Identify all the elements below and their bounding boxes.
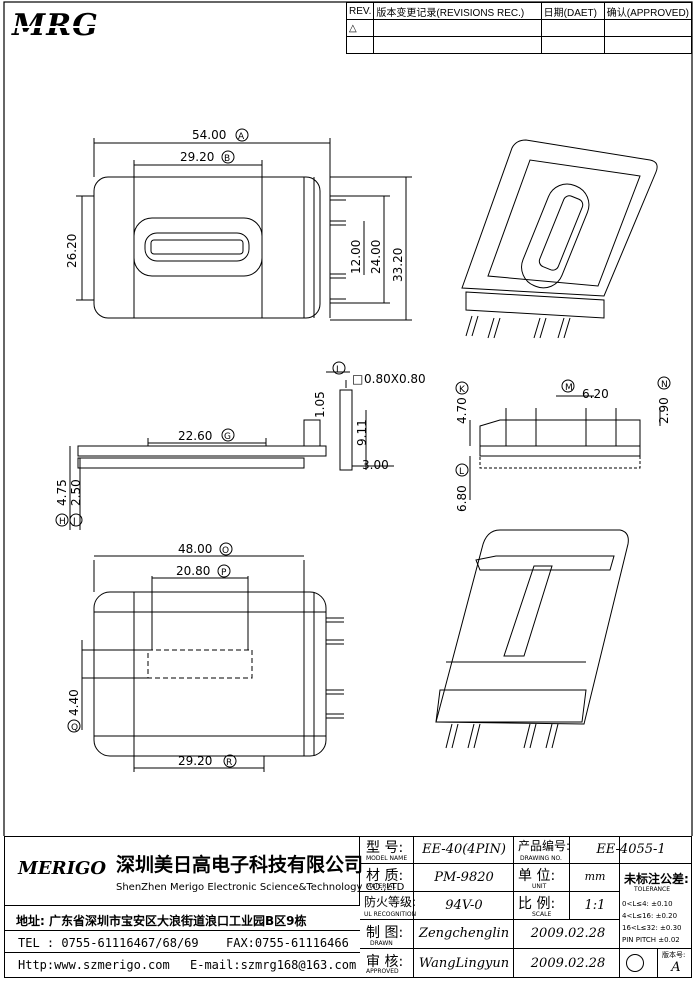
projection-symbol-icon bbox=[626, 954, 644, 972]
tolerance-row-1: 0<L≤4: ±0.10 bbox=[622, 900, 673, 908]
dim-m: 6.20 bbox=[582, 387, 609, 401]
dim-o: 48.00 bbox=[178, 542, 212, 556]
brand-logo: MERIGO bbox=[18, 858, 107, 879]
dim-d: 12.00 bbox=[349, 240, 363, 274]
square-symbol: □ bbox=[352, 372, 363, 386]
approved-date: 2009.02.28 bbox=[530, 956, 606, 971]
dim-g: 22.60 bbox=[178, 429, 212, 443]
company-email: E-mail:szmrg168@163.com bbox=[190, 958, 357, 972]
bottom-view bbox=[81, 555, 344, 772]
approved-label-en: APPROVED bbox=[366, 968, 399, 975]
drawn-by-value: Zengchenglin bbox=[418, 926, 510, 941]
iso-view-top bbox=[461, 139, 658, 339]
title-block-frame bbox=[4, 836, 692, 978]
dim-l-tag: L bbox=[459, 467, 464, 477]
drawn-label-en: DRAWN bbox=[370, 940, 393, 947]
dim-k-tag: K bbox=[459, 385, 466, 395]
dim-r-tag: R bbox=[226, 758, 232, 768]
unit-label-en: UNIT bbox=[532, 883, 547, 890]
dim-b-tag: B bbox=[224, 154, 230, 164]
tolerance-label-en: TOLERANCE bbox=[634, 886, 671, 893]
scale-label-en: SCALE bbox=[532, 911, 552, 918]
version-value: A bbox=[671, 960, 681, 975]
fire-rating-label: 防火等级: bbox=[364, 895, 417, 909]
dim-l: 6.80 bbox=[455, 485, 469, 512]
page-frame bbox=[3, 1, 693, 836]
dim-g-tag: G bbox=[224, 432, 231, 442]
scale-value: 1:1 bbox=[584, 898, 606, 913]
top-view-window-outer bbox=[133, 217, 263, 277]
dim-j: 2.50 bbox=[69, 479, 83, 506]
top-view-body bbox=[93, 176, 321, 319]
model-label: 型 号: bbox=[366, 840, 404, 856]
unit-value: mm bbox=[584, 870, 606, 883]
dim-v1: 1.05 bbox=[313, 391, 327, 418]
fire-rating-value: 94V-0 bbox=[445, 898, 483, 913]
drawing-no-label-en: DRAWING NO. bbox=[520, 855, 562, 862]
dim-n: 2.90 bbox=[657, 397, 671, 424]
dim-b: 29.20 bbox=[180, 150, 214, 164]
dim-p-tag: P bbox=[221, 568, 227, 578]
model-label-en: MODEL NAME bbox=[366, 855, 408, 862]
dim-r: 29.20 bbox=[178, 754, 212, 768]
revision-table: REV. 版本变更记录(REVISIONS REC.) 日期(DAET) 确认(… bbox=[345, 2, 693, 54]
side-plate-top bbox=[77, 445, 327, 457]
version-label: 版本号: bbox=[662, 951, 686, 959]
company-fax: FAX:0755-61116466 bbox=[226, 936, 349, 950]
approve-cell bbox=[603, 36, 693, 54]
dim-i-tag: I bbox=[336, 365, 339, 375]
tolerance-row-3: 16<L≤32: ±0.30 bbox=[622, 924, 682, 932]
company-name-cn: 深圳美日高电子科技有限公司 bbox=[116, 854, 364, 876]
dim-a: 54.00 bbox=[192, 128, 226, 142]
dim-q-tag: Q bbox=[71, 723, 78, 733]
dim-n-tag: N bbox=[661, 380, 668, 390]
material-label-en: MATERIAL bbox=[366, 883, 396, 890]
fire-rating-label-en: UL RECOGNITION bbox=[364, 911, 417, 918]
dim-f: 33.20 bbox=[391, 248, 405, 282]
material-value: PM-9820 bbox=[434, 870, 494, 885]
dim-h: 4.75 bbox=[55, 479, 69, 506]
model-value: EE-40(4PIN) bbox=[422, 842, 506, 857]
dim-k: 4.70 bbox=[455, 397, 469, 424]
material-label: 材 质: bbox=[366, 868, 404, 884]
dim-c: 26.20 bbox=[65, 234, 79, 268]
side-view bbox=[69, 371, 394, 530]
front-view bbox=[469, 395, 661, 500]
drawing-no-value: EE-4055-1 bbox=[596, 842, 666, 857]
drawn-label: 制 图: bbox=[366, 925, 404, 941]
iso-view-bottom bbox=[435, 529, 629, 749]
tolerance-row-4: PIN PITCH ±0.02 bbox=[622, 936, 680, 944]
approved-by-value: WangLingyun bbox=[418, 956, 510, 971]
dim-j-tag: J bbox=[72, 517, 76, 527]
company-logo: MRG bbox=[12, 8, 124, 44]
dim-v2: 9.11 bbox=[355, 419, 369, 446]
top-view bbox=[76, 138, 412, 321]
company-website: Http:www.szmerigo.com bbox=[18, 958, 170, 972]
technical-drawing: 54.00 A 29.20 B 26.20 12.00 24.00 33.20 … bbox=[3, 1, 693, 836]
approved-label: 审 核: bbox=[366, 954, 404, 970]
top-view-window-inner bbox=[144, 232, 250, 262]
dim-e: 24.00 bbox=[369, 240, 383, 274]
dim-p: 20.80 bbox=[176, 564, 210, 578]
bottom-view-body bbox=[93, 591, 327, 757]
title-block: MERIGO 深圳美日高电子科技有限公司 ShenZhen Merigo Ele… bbox=[4, 836, 692, 978]
company-cell bbox=[4, 836, 360, 906]
scale-label: 比 例: bbox=[518, 896, 556, 912]
drawing-no-label: 产品编号: bbox=[518, 839, 571, 853]
drawn-date: 2009.02.28 bbox=[530, 926, 606, 941]
company-tel: TEL : 0755-61116467/68/69 bbox=[18, 936, 199, 950]
dim-v3: 3.00 bbox=[362, 458, 389, 472]
dim-m-tag: M bbox=[565, 383, 573, 393]
tolerance-label: 未标注公差: bbox=[624, 872, 689, 886]
company-name-en: ShenZhen Merigo Electronic Science&Techn… bbox=[116, 882, 405, 893]
dim-a-tag: A bbox=[238, 132, 245, 142]
unit-label: 单 位: bbox=[518, 868, 556, 884]
dim-o-tag: O bbox=[222, 546, 229, 556]
dim-h-tag: H bbox=[59, 517, 66, 527]
dim-q: 4.40 bbox=[67, 689, 81, 716]
rev-cell bbox=[345, 36, 375, 54]
company-address: 地址: 广东省深圳市宝安区大浪街道浪口工业园B区9栋 bbox=[16, 914, 307, 928]
dim-i: 0.80X0.80 bbox=[364, 372, 426, 386]
tolerance-row-2: 4<L≤16: ±0.20 bbox=[622, 912, 678, 920]
